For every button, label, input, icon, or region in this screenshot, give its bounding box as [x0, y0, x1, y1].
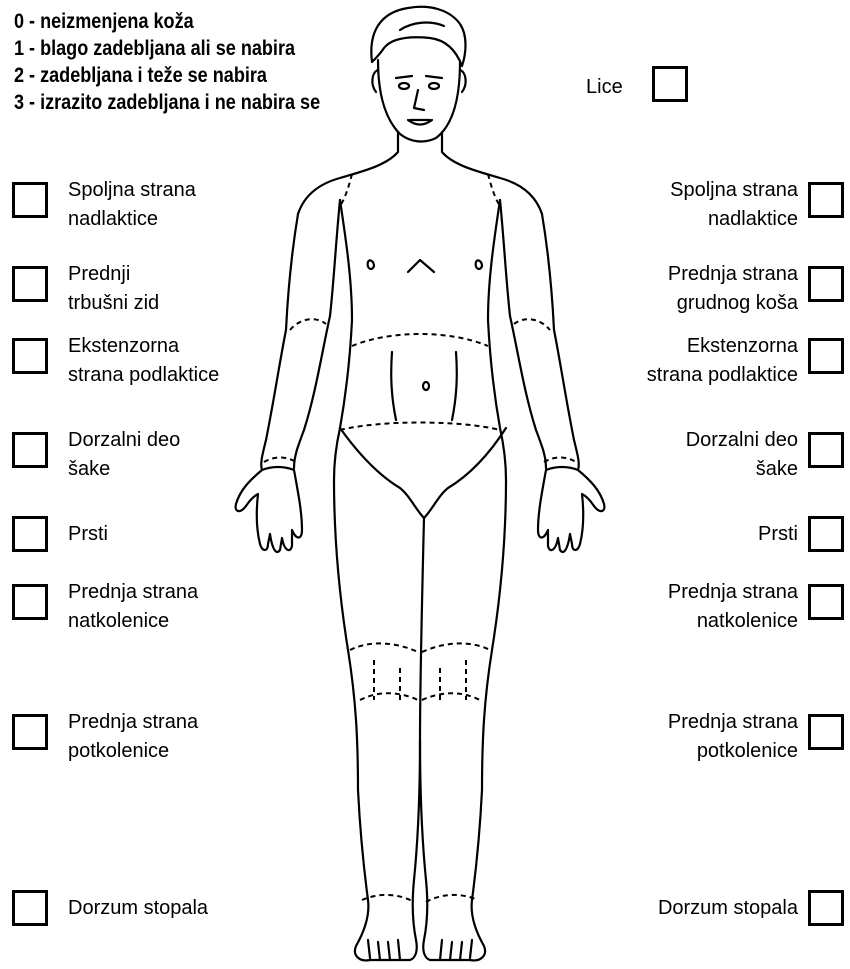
- label-line1: Spoljna strana: [670, 176, 798, 205]
- label-left-spoljna-nadlaktica: Spoljna strana nadlaktice: [68, 176, 196, 234]
- label-right-podlaktica: Ekstenzorna strana podlaktice: [647, 332, 798, 390]
- label-line2: strana podlaktice: [68, 361, 219, 390]
- label-right-saka: Dorzalni deo šake: [686, 426, 798, 484]
- label-line1: Dorzalni deo: [68, 426, 180, 455]
- label-right-prsti: Prsti: [758, 520, 798, 549]
- label-line2: grudnog koša: [668, 289, 798, 318]
- label-line2: strana podlaktice: [647, 361, 798, 390]
- label-left-saka: Dorzalni deo šake: [68, 426, 180, 484]
- checkbox-right-potkolenica[interactable]: [808, 714, 844, 750]
- label-line1: Prsti: [68, 520, 108, 549]
- label-line2: šake: [68, 455, 180, 484]
- label-line1: Prsti: [758, 520, 798, 549]
- checkbox-left-stopalo[interactable]: [12, 890, 48, 926]
- left-hand-outline: [236, 470, 302, 552]
- left-leg-outline: [334, 480, 424, 960]
- label-line1: Spoljna strana: [68, 176, 196, 205]
- checkbox-right-grudni-kos[interactable]: [808, 266, 844, 302]
- checkbox-right-stopalo[interactable]: [808, 890, 844, 926]
- label-right-potkolenica: Prednja strana potkolenice: [668, 708, 798, 766]
- label-left-trbusni-zid: Prednji trbušni zid: [68, 260, 159, 318]
- label-left-prsti: Prsti: [68, 520, 108, 549]
- hair-outline: [371, 7, 465, 66]
- checkbox-left-saka[interactable]: [12, 432, 48, 468]
- label-left-potkolenica: Prednja strana potkolenice: [68, 708, 198, 766]
- label-line1: Prednja strana: [668, 708, 798, 737]
- right-hand-outline: [538, 470, 604, 552]
- lice-text: Lice: [586, 73, 623, 102]
- checkbox-left-spoljna-nadlaktica[interactable]: [12, 182, 48, 218]
- label-line1: Prednja strana: [668, 260, 798, 289]
- label-line2: natkolenice: [668, 607, 798, 636]
- label-line1: Prednja strana: [668, 578, 798, 607]
- label-left-natkolenica: Prednja strana natkolenice: [68, 578, 198, 636]
- label-left-stopalo: Dorzum stopala: [68, 894, 208, 923]
- head-outline: [378, 60, 460, 141]
- checkbox-left-prsti[interactable]: [12, 516, 48, 552]
- checkbox-right-spoljna-nadlaktica[interactable]: [808, 182, 844, 218]
- checkbox-left-natkolenica[interactable]: [12, 584, 48, 620]
- label-line1: Dorzum stopala: [658, 894, 798, 923]
- label-line1: Prednja strana: [68, 578, 198, 607]
- label-right-stopalo: Dorzum stopala: [658, 894, 798, 923]
- label-line1: Dorzum stopala: [68, 894, 208, 923]
- label-line1: Prednji: [68, 260, 159, 289]
- label-line1: Dorzalni deo: [686, 426, 798, 455]
- left-arm-outline: [261, 214, 298, 470]
- right-leg-outline: [420, 480, 506, 960]
- label-line2: nadlaktice: [670, 205, 798, 234]
- checkbox-left-trbusni-zid[interactable]: [12, 266, 48, 302]
- checkbox-right-prsti[interactable]: [808, 516, 844, 552]
- checkbox-left-potkolenica[interactable]: [12, 714, 48, 750]
- label-line2: nadlaktice: [68, 205, 196, 234]
- right-arm-outline: [542, 214, 579, 470]
- label-line1: Prednja strana: [68, 708, 198, 737]
- checkbox-lice[interactable]: [652, 66, 688, 102]
- label-line2: šake: [686, 455, 798, 484]
- label-line2: potkolenice: [68, 737, 198, 766]
- checkbox-right-podlaktica[interactable]: [808, 338, 844, 374]
- label-right-grudni-kos: Prednja strana grudnog koša: [668, 260, 798, 318]
- checkbox-right-saka[interactable]: [808, 432, 844, 468]
- label-right-natkolenica: Prednja strana natkolenice: [668, 578, 798, 636]
- label-line2: natkolenice: [68, 607, 198, 636]
- label-line1: Ekstenzorna: [68, 332, 219, 361]
- label-right-spoljna-nadlaktica: Spoljna strana nadlaktice: [670, 176, 798, 234]
- label-line1: Ekstenzorna: [647, 332, 798, 361]
- label-left-podlaktica: Ekstenzorna strana podlaktice: [68, 332, 219, 390]
- label-line2: potkolenice: [668, 737, 798, 766]
- checkbox-left-podlaktica[interactable]: [12, 338, 48, 374]
- label-line2: trbušni zid: [68, 289, 159, 318]
- label-lice: Lice: [586, 73, 623, 102]
- checkbox-right-natkolenica[interactable]: [808, 584, 844, 620]
